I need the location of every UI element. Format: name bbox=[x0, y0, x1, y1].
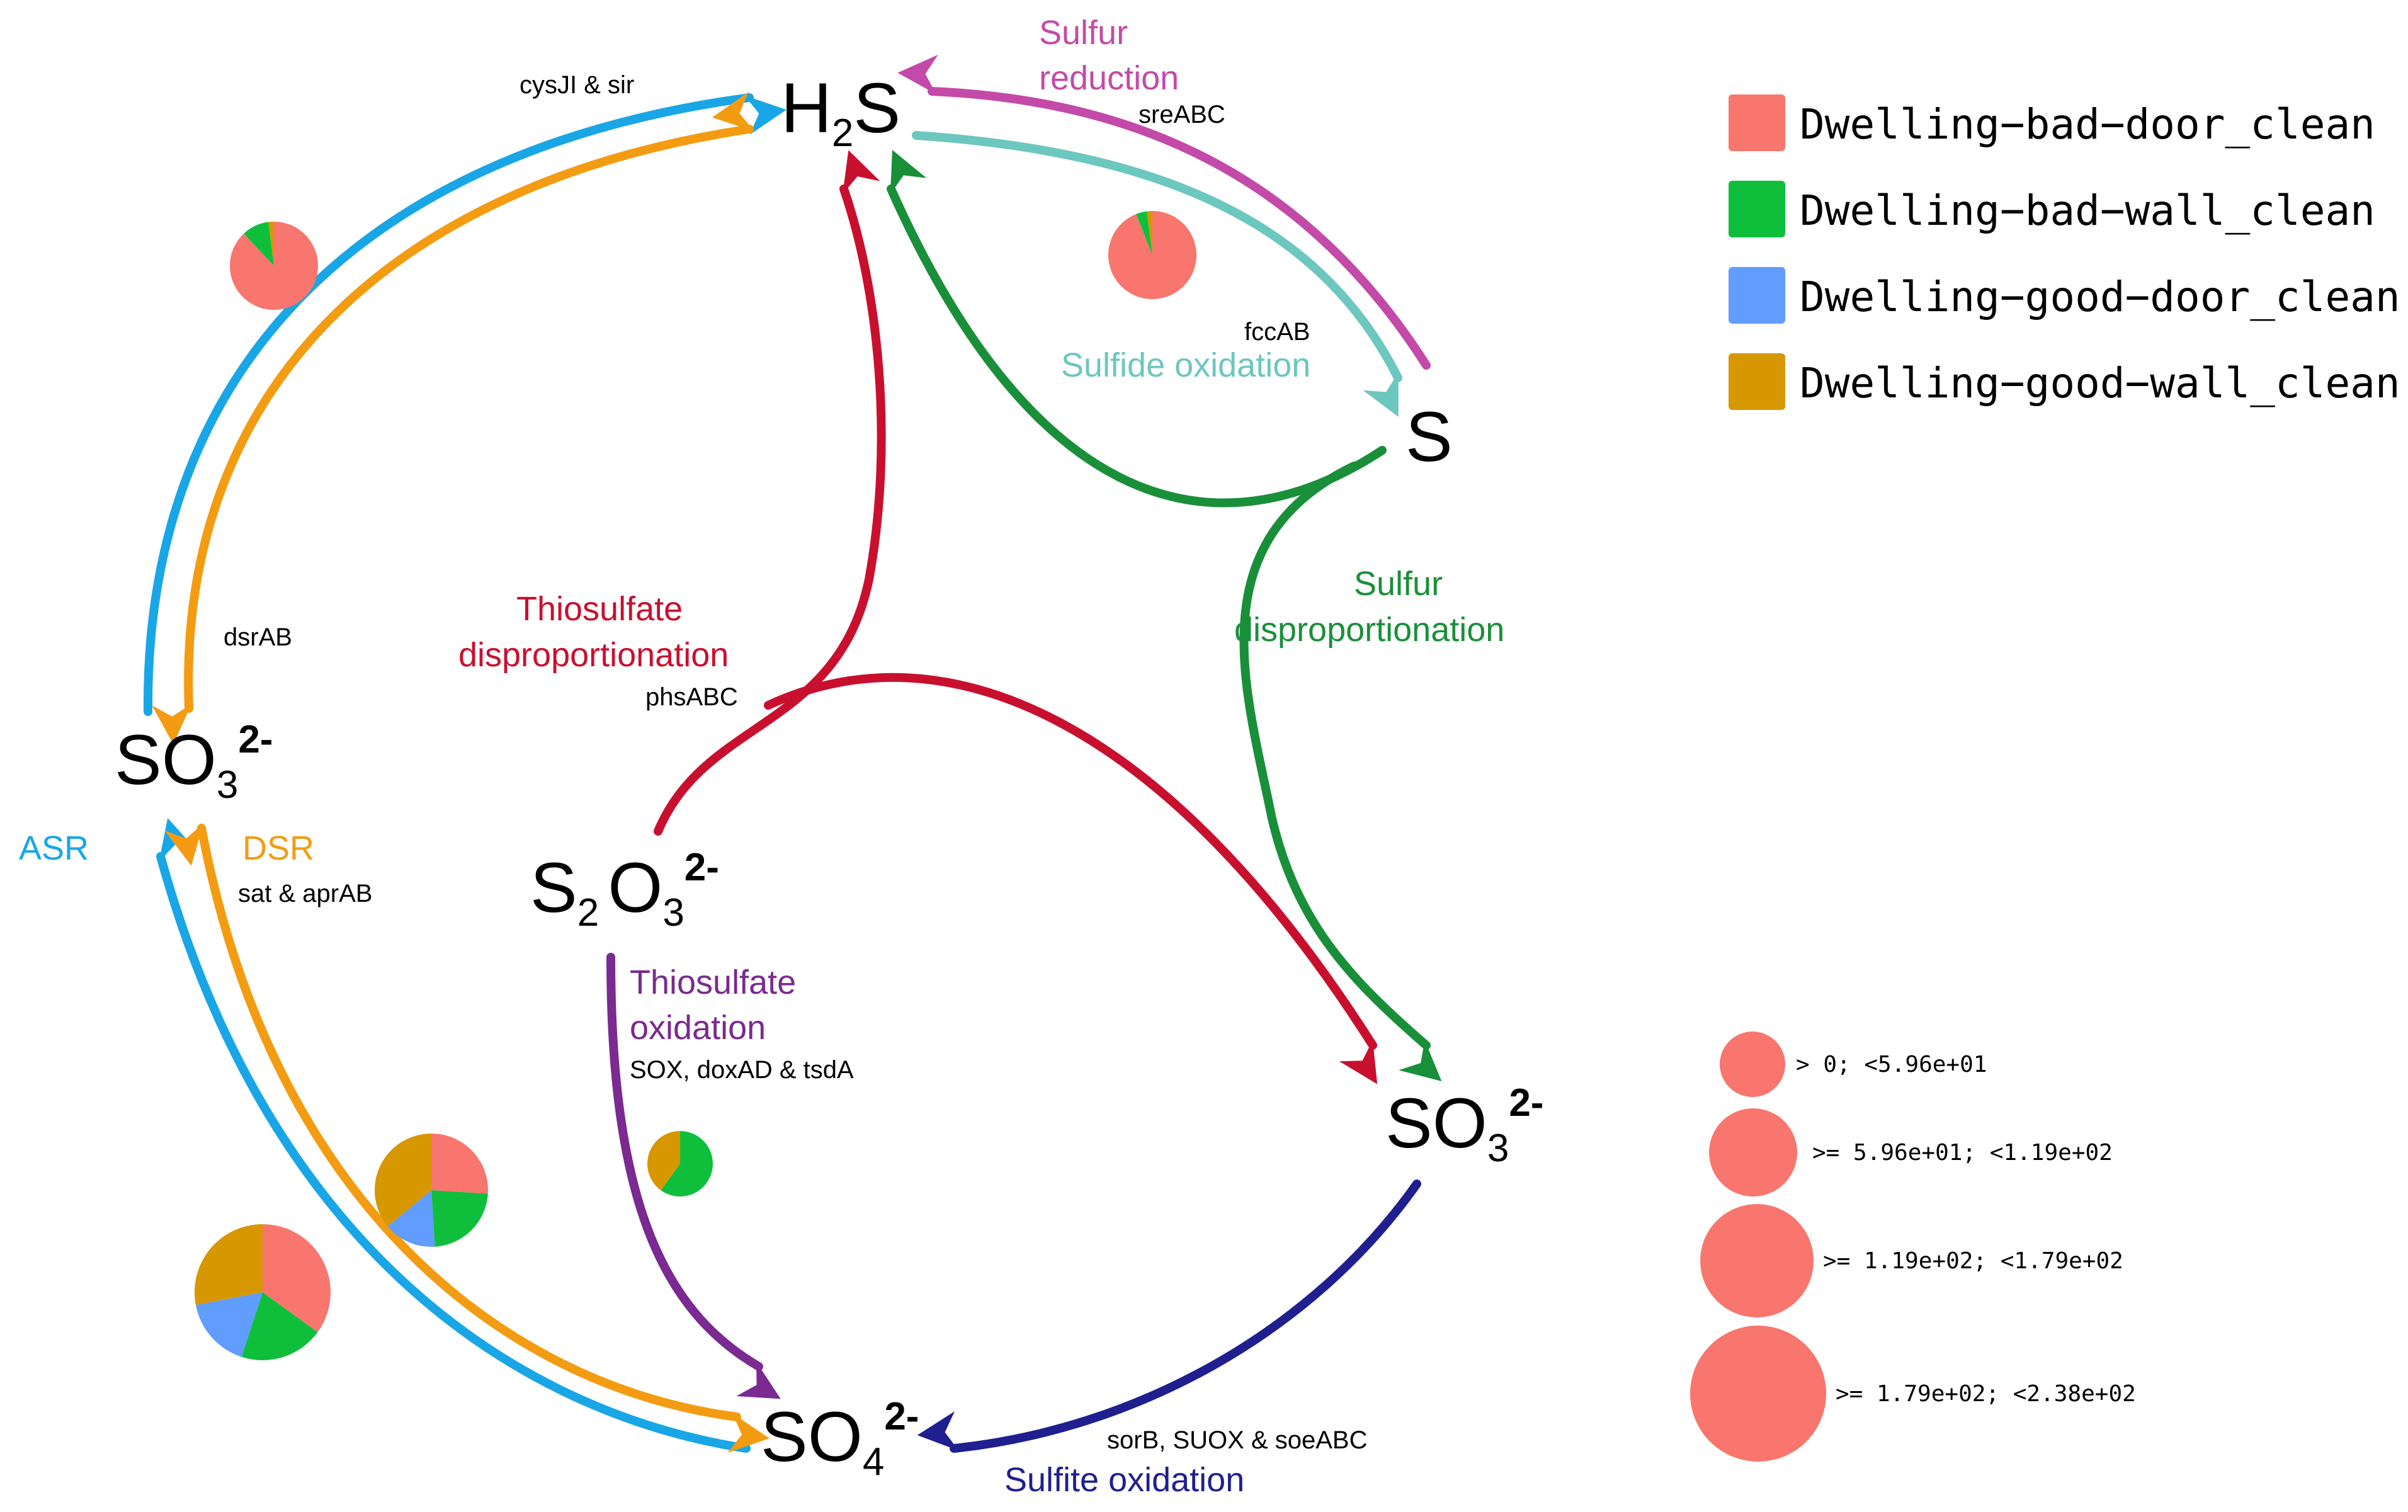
genes-asr-top: cysJI & sir bbox=[520, 71, 634, 99]
pie-asr-bottom-slice-bad-door bbox=[263, 1224, 331, 1333]
label-asr: ASR bbox=[19, 829, 89, 867]
legend-swatch-good-wall bbox=[1729, 353, 1785, 410]
label-sulfide-oxidation: Sulfide oxidation bbox=[1061, 346, 1310, 384]
genes-sulfide-oxidation: fccAB bbox=[1244, 318, 1310, 346]
pie-dsr-bottom-slice-bad-door bbox=[431, 1134, 488, 1194]
legend-sizes: > 0; <5.96e+01 >= 5.96e+01; <1.19e+02 >=… bbox=[1690, 1032, 2136, 1462]
genes-dsr-bottom: sat & aprAB bbox=[238, 880, 372, 907]
label-sulfite-ox: Sulfite oxidation bbox=[1004, 1461, 1244, 1499]
label-thiosulfate-disp-1: Thiosulfate bbox=[516, 590, 683, 628]
pie-dsr-bottom bbox=[375, 1134, 488, 1247]
pathway-arrows bbox=[143, 54, 1442, 1453]
arrow-sulfur-reduction bbox=[897, 54, 1431, 370]
pie-dsr-bottom-slice-good-wall bbox=[375, 1134, 431, 1227]
genes-dsr-top: dsrAB bbox=[224, 623, 292, 651]
pie-thiosulfate-oxidation bbox=[647, 1131, 713, 1197]
size-circle-0 bbox=[1720, 1032, 1785, 1097]
size-label-1: >= 5.96e+01; <1.19e+02 bbox=[1812, 1140, 2113, 1166]
size-label-0: > 0; <5.96e+01 bbox=[1796, 1052, 1987, 1077]
legend-swatch-bad-door bbox=[1729, 94, 1785, 151]
pie-sulfide-oxidation-slice-bad-wall bbox=[1136, 211, 1152, 255]
pie-asr-top-slice-good-wall bbox=[268, 222, 274, 266]
size-circle-1 bbox=[1709, 1108, 1797, 1197]
label-sulfur-disp-1: Sulfur bbox=[1354, 565, 1443, 603]
arrow-sulfide-oxidation bbox=[912, 131, 1402, 417]
legend-label-good-door: Dwelling−good−door_clean bbox=[1800, 273, 2400, 321]
pie-asr-bottom-slice-bad-wall bbox=[241, 1292, 318, 1360]
pie-dsr-bottom-slice-bad-wall bbox=[431, 1190, 488, 1247]
genes-sulfur-reduction: sreABC bbox=[1139, 101, 1225, 128]
legend-label-good-wall: Dwelling−good−wall_clean bbox=[1800, 359, 2400, 407]
arrow-sulfite-oxidation bbox=[917, 1179, 1421, 1453]
size-label-3: >= 1.79e+02; <2.38e+02 bbox=[1836, 1381, 2136, 1407]
pie-asr-bottom-slice-good-door bbox=[195, 1292, 263, 1357]
pie-sulfide-oxidation-slice-bad-door bbox=[1108, 211, 1196, 299]
arrow-sulfur-disp-to-so3 bbox=[1239, 462, 1442, 1081]
pie-asr-bottom-slice-good-wall bbox=[195, 1224, 263, 1305]
legend-label-bad-door: Dwelling−bad−door_clean bbox=[1800, 100, 2375, 149]
pie-dsr-bottom-slice-good-door bbox=[387, 1190, 435, 1247]
size-circle-2 bbox=[1700, 1204, 1814, 1317]
label-thiosulfate-ox-1: Thiosulfate bbox=[630, 963, 796, 1001]
legend-swatch-good-door bbox=[1729, 267, 1785, 324]
legend-samples: Dwelling−bad−door_clean Dwelling−bad−wal… bbox=[1729, 94, 2400, 410]
compound-so3-right: SO32- bbox=[1385, 1081, 1543, 1170]
genes-sulfite-ox: sorB, SUOX & soeABC bbox=[1107, 1426, 1367, 1454]
pie-asr-top bbox=[230, 222, 318, 310]
label-sulfur-reduction-2: reduction bbox=[1039, 59, 1179, 97]
arrow-thiosulfate-disp-to-so3 bbox=[764, 673, 1378, 1084]
genes-thiosulfate-disp: phsABC bbox=[645, 683, 738, 711]
compound-so4: SO42- bbox=[761, 1395, 919, 1484]
pie-asr-top-slice-bad-wall bbox=[244, 222, 274, 266]
pathway-labels: Sulfur reduction sreABC fccAB Sulfide ox… bbox=[19, 14, 1504, 1499]
size-label-2: >= 1.19e+02; <1.79e+02 bbox=[1823, 1248, 2123, 1274]
pie-thiosulfate-oxidation-slice-good-wall bbox=[647, 1131, 680, 1191]
label-sulfur-disp-2: disproportionation bbox=[1234, 611, 1504, 649]
label-sulfur-reduction-1: Sulfur bbox=[1039, 14, 1128, 52]
legend-swatch-bad-wall bbox=[1729, 181, 1785, 237]
abundance-pies bbox=[195, 211, 1196, 1360]
arrow-dsr-h2s-so3 bbox=[152, 92, 754, 744]
arrow-thiosulfate-oxidation bbox=[606, 953, 781, 1399]
label-thiosulfate-ox-2: oxidation bbox=[630, 1009, 766, 1047]
genes-thiosulfate-ox: SOX, doxAD & tsdA bbox=[630, 1056, 854, 1084]
label-dsr: DSR bbox=[242, 829, 314, 867]
label-thiosulfate-disp-2: disproportionation bbox=[458, 636, 729, 674]
pie-sulfide-oxidation bbox=[1108, 211, 1196, 299]
arrow-thiosulfate-disp-to-h2s bbox=[654, 150, 886, 836]
size-circle-3 bbox=[1690, 1326, 1826, 1462]
legend-label-bad-wall: Dwelling−bad−wall_clean bbox=[1800, 186, 2375, 235]
compound-h2s: H2S bbox=[781, 69, 900, 155]
compound-so3-left: SO32- bbox=[115, 718, 273, 807]
pie-asr-bottom bbox=[195, 1224, 331, 1360]
pie-sulfide-oxidation-slice-good-wall bbox=[1147, 211, 1152, 255]
arrow-dsr-so3-so4 bbox=[164, 823, 770, 1453]
pie-thiosulfate-oxidation-slice-bad-wall bbox=[661, 1131, 713, 1197]
compound-s: S bbox=[1406, 397, 1453, 476]
